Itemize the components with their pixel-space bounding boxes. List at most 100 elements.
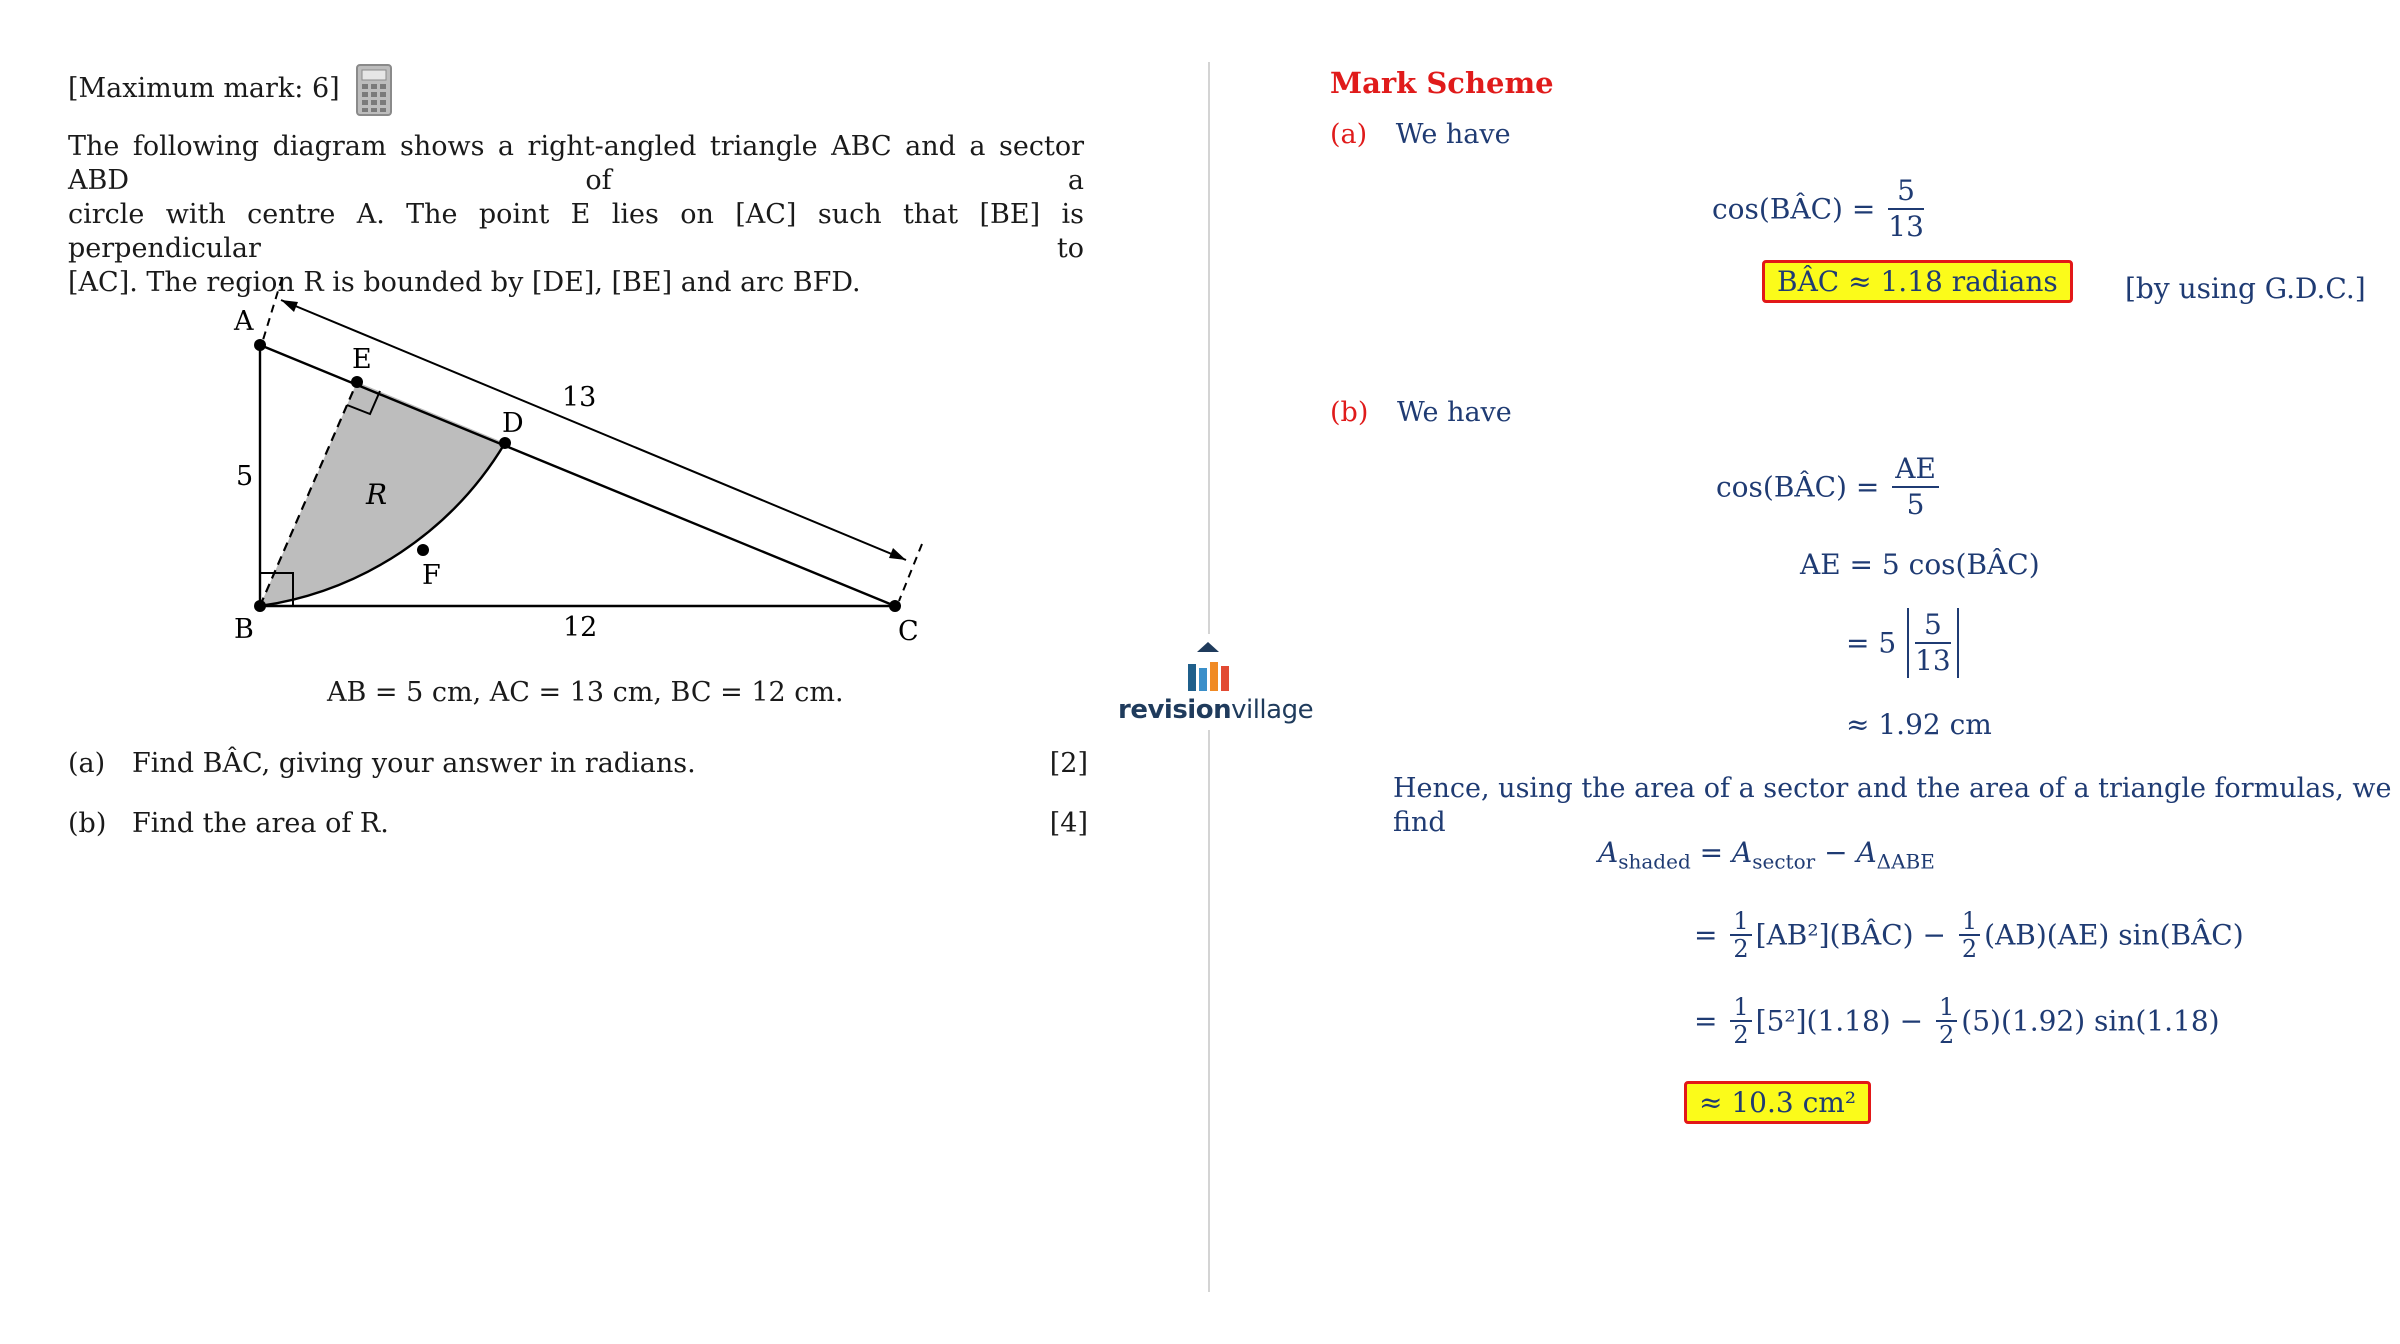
- area-minus: − A: [1815, 836, 1877, 869]
- area-eq: = A: [1690, 836, 1753, 869]
- ms-b-eq1-fraction: AE 5: [1892, 452, 1939, 522]
- step1-half-2-den: 2: [1961, 935, 1978, 963]
- ms-b-eq1-den: 5: [1906, 488, 1925, 521]
- ms-b-eq1-lhs: cos(BÂC) =: [1716, 470, 1880, 504]
- part-b-text: Find the area of R.: [132, 808, 389, 839]
- revision-village-logo: revisionvillage: [1118, 634, 1314, 730]
- intro-line-1: The following diagram shows a right-angl…: [68, 131, 1084, 196]
- area-sub-sector: sector: [1752, 849, 1816, 874]
- length-ac: 13: [562, 382, 596, 413]
- logo-mark-icon: [1188, 642, 1229, 691]
- side-ac: [259, 343, 896, 608]
- length-bc: 12: [563, 612, 597, 643]
- ms-a-answer: BÂC ≈ 1.18 radians: [1777, 265, 2058, 298]
- step2-eq: =: [1694, 1004, 1718, 1038]
- point-a: [254, 339, 266, 351]
- arrowhead-lower: [889, 548, 906, 560]
- extension-a: [262, 277, 283, 341]
- step1-half-2: 1 2: [1958, 908, 1981, 963]
- step1-half-1-den: 2: [1733, 935, 1749, 963]
- calculator-icon: [356, 64, 392, 116]
- point-c: [889, 600, 901, 612]
- step2-half-2-num: 1: [1936, 994, 1958, 1022]
- arc-bfd: [259, 442, 507, 608]
- ms-a-frac-num: 5: [1888, 174, 1924, 210]
- label-c: C: [898, 616, 919, 647]
- area-a1: A: [1598, 836, 1619, 869]
- ms-b-step2: = 1 2 [5²](1.18) − 1 2 (5)(1.92) sin(1.1…: [1694, 994, 2220, 1048]
- step1-half-2-num: 1: [1958, 908, 1981, 936]
- point-d: [499, 437, 511, 449]
- ms-b-area-formula: Ashaded = Asector − AΔABE: [1598, 836, 1935, 874]
- ms-b-eq1-num: AE: [1892, 452, 1939, 488]
- point-e: [351, 376, 363, 388]
- ms-a-cos-equation: cos(BÂC) = 5 13: [1712, 174, 1928, 244]
- ms-b-eq2: AE = 5 cos(BÂC): [1800, 548, 2040, 581]
- ms-b-eq1: cos(BÂC) = AE 5: [1716, 452, 1943, 522]
- ms-b-eq3-bracket: 5 13: [1907, 608, 1959, 678]
- logo-word-bold: revision: [1118, 695, 1232, 725]
- intro-line-2: circle with centre A. The point E lies o…: [68, 199, 1084, 264]
- step2-half-1-den: 2: [1733, 1021, 1749, 1049]
- part-b-label: (b): [68, 808, 107, 839]
- step1-part-b: (AB)(AE) sin(BÂC): [1984, 918, 2244, 952]
- step2-part-a: [5²](1.18) −: [1755, 1004, 1924, 1038]
- given-lengths-text: AB = 5 cm, AC = 13 cm, BC = 12 cm.: [327, 677, 844, 708]
- ms-a-answer-box: BÂC ≈ 1.18 radians: [1762, 260, 2073, 303]
- ms-a-note: [by using G.D.C.]: [2125, 272, 2366, 305]
- ms-b-eq3-num: 5: [1915, 608, 1951, 644]
- ms-b-answer: ≈ 10.3 cm²: [1699, 1086, 1857, 1119]
- ms-a-label: (a): [1330, 119, 1368, 150]
- ms-b-eq3-fraction: 5 13: [1915, 608, 1951, 678]
- given-lengths: AB = 5 cm, AC = 13 cm, BC = 12 cm.: [327, 676, 844, 710]
- label-e: E: [352, 344, 372, 375]
- step1-part-a: [AB²](BÂC) −: [1755, 918, 1946, 952]
- extension-c: [898, 543, 923, 602]
- ms-b-eq3: = 5 5 13: [1846, 608, 1959, 678]
- area-sub-shaded: shaded: [1618, 849, 1691, 874]
- length-ab: 5: [236, 461, 253, 492]
- ms-b-intro: We have: [1396, 397, 1512, 428]
- intro-line-3: [AC]. The region R is bounded by [DE], […: [68, 267, 861, 298]
- ms-a-fraction: 5 13: [1888, 174, 1924, 244]
- ms-b-step1: = 1 2 [AB²](BÂC) − 1 2 (AB)(AE) sin(BÂC): [1694, 908, 2244, 962]
- step1-half-1-num: 1: [1730, 908, 1752, 936]
- ms-b-header: (b) We have: [1330, 396, 1512, 430]
- max-mark: [Maximum mark: 6]: [68, 72, 340, 106]
- right-angle-b: [260, 572, 294, 606]
- point-f: [417, 544, 429, 556]
- ms-b-label: (b): [1330, 397, 1369, 428]
- arrowhead-upper: [281, 300, 298, 312]
- logo-word-light: village: [1231, 695, 1314, 725]
- ms-a-cos-lhs: cos(BÂC) =: [1712, 192, 1876, 226]
- step2-half-1-num: 1: [1730, 994, 1752, 1022]
- question-part-a: (a) Find BÂC, giving your answer in radi…: [68, 747, 1088, 781]
- label-d: D: [502, 408, 524, 439]
- label-a: A: [233, 306, 254, 337]
- max-mark-text: [Maximum mark: 6]: [68, 73, 340, 104]
- dimension-line-ac: [280, 299, 907, 561]
- step2-part-b: (5)(1.92) sin(1.18): [1961, 1004, 2220, 1038]
- step2-half-2-den: 2: [1939, 1021, 1955, 1049]
- ms-b-eq3-pre: = 5: [1846, 626, 1897, 660]
- mark-scheme-title: Mark Scheme: [1330, 66, 1554, 100]
- ms-a-intro: We have: [1395, 119, 1511, 150]
- question-part-b: (b) Find the area of R. [4]: [68, 807, 1088, 841]
- region-r: [260, 382, 505, 606]
- right-angle-e: [346, 390, 381, 416]
- step2-half-1: 1 2: [1730, 994, 1752, 1049]
- ms-b-eq3-den: 13: [1915, 644, 1951, 677]
- logo-wordmark: revisionvillage: [1118, 695, 1314, 725]
- step1-eq: =: [1694, 918, 1718, 952]
- step2-half-2: 1 2: [1936, 994, 1958, 1049]
- ms-a-frac-den: 13: [1888, 210, 1924, 243]
- part-a-marks: [2]: [1049, 748, 1088, 779]
- question-intro: The following diagram shows a right-angl…: [68, 130, 1084, 300]
- ms-b-hence: Hence, using the area of a sector and th…: [1393, 773, 2392, 838]
- triangle-sector-diagram: A B C D E F R 5 12 13: [233, 277, 923, 647]
- point-b: [254, 600, 266, 612]
- part-b-marks: [4]: [1049, 808, 1088, 839]
- step1-half-1: 1 2: [1730, 908, 1752, 963]
- label-b: B: [234, 614, 254, 645]
- part-a-text: Find BÂC, giving your answer in radians.: [132, 748, 696, 779]
